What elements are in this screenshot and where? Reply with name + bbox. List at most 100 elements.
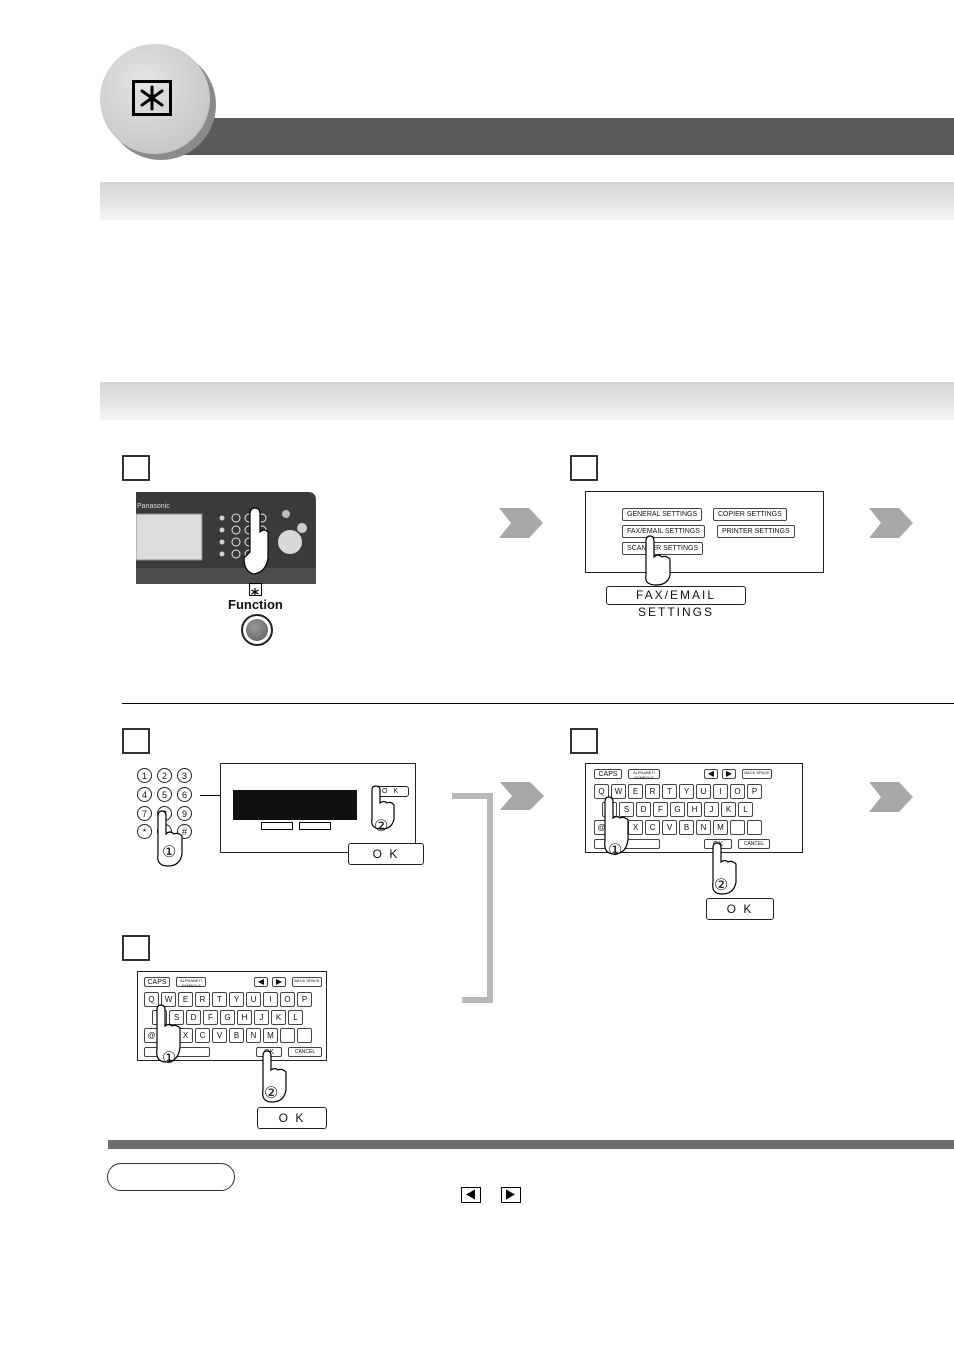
pointing-hand-icon — [712, 842, 737, 895]
kb-key[interactable]: F — [203, 1010, 218, 1025]
kb-key[interactable]: N — [246, 1028, 261, 1043]
caps-key[interactable]: CAPS — [144, 977, 170, 987]
kb-key[interactable]: Q — [144, 992, 159, 1007]
menu-copier-settings[interactable]: COPIER SETTINGS — [713, 508, 787, 521]
asterisk-icon — [140, 85, 164, 111]
right-triangle-icon — [501, 1187, 521, 1203]
kb-key[interactable]: U — [696, 784, 711, 799]
kb-key[interactable]: S — [169, 1010, 184, 1025]
keypad-key[interactable]: 4 — [137, 787, 152, 802]
keypad-key[interactable]: 7 — [137, 806, 152, 821]
kb-right-arrow[interactable]: ▶ — [722, 769, 736, 779]
header-band — [150, 118, 954, 155]
kb-left-arrow[interactable]: ◀ — [254, 977, 268, 987]
kb-key[interactable]: N — [696, 820, 711, 835]
alphabet-symbols-key[interactable]: ALPHABET/ SYMBOLS — [628, 769, 660, 780]
alphabet-symbols-key[interactable]: ALPHABET/ SYMBOLS — [176, 977, 206, 988]
keypad-key[interactable]: 3 — [177, 768, 192, 783]
kb-key[interactable] — [280, 1028, 295, 1043]
step-box-1 — [122, 455, 150, 481]
kb-key[interactable]: O — [730, 784, 745, 799]
menu-printer-settings[interactable]: PRINTER SETTINGS — [717, 525, 795, 538]
keypad-key[interactable]: 1 — [137, 768, 152, 783]
kb-key[interactable]: C — [645, 820, 660, 835]
kb-key[interactable]: G — [670, 802, 685, 817]
kb-key[interactable]: P — [747, 784, 762, 799]
kb-key[interactable]: Q — [594, 784, 609, 799]
kb-key[interactable]: B — [679, 820, 694, 835]
kb-key[interactable]: L — [738, 802, 753, 817]
kb-key[interactable]: Y — [679, 784, 694, 799]
kb-key[interactable]: P — [297, 992, 312, 1007]
step-box-2 — [570, 455, 598, 481]
connector-line — [200, 795, 220, 796]
kb-key[interactable]: T — [212, 992, 227, 1007]
marker-1: ① — [162, 1050, 177, 1067]
kb-key[interactable]: G — [220, 1010, 235, 1025]
kb-key[interactable]: S — [619, 802, 634, 817]
numeric-keypad: 1 2 3 4 5 6 7 8 9 * 0 # — [133, 766, 199, 839]
kb-key[interactable]: F — [653, 802, 668, 817]
kb-key[interactable]: Y — [229, 992, 244, 1007]
kb-key[interactable]: U — [246, 992, 261, 1007]
kb-key[interactable]: R — [195, 992, 210, 1007]
kb-key[interactable]: B — [229, 1028, 244, 1043]
kb-key[interactable]: O — [280, 992, 295, 1007]
left-triangle-icon — [461, 1187, 481, 1203]
settings-screen: GENERAL SETTINGS COPIER SETTINGS FAX/EMA… — [585, 491, 824, 573]
function-button[interactable] — [241, 614, 273, 646]
menu-scanner-settings[interactable]: SCANNER SETTINGS — [622, 542, 704, 555]
marker-2: ② — [264, 1085, 279, 1102]
right-arrow-button[interactable] — [299, 822, 331, 830]
kb-key[interactable]: H — [687, 802, 702, 817]
kb-key[interactable]: H — [237, 1010, 252, 1025]
kb-key[interactable]: K — [271, 1010, 286, 1025]
kb-left-arrow[interactable]: ◀ — [704, 769, 718, 779]
ok-callout: O K — [348, 843, 424, 865]
kb-key[interactable]: V — [212, 1028, 227, 1043]
menu-general-settings[interactable]: GENERAL SETTINGS — [622, 508, 703, 521]
cancel-key[interactable]: CANCEL — [288, 1047, 322, 1057]
caps-key[interactable]: CAPS — [594, 769, 622, 779]
kb-key[interactable]: K — [721, 802, 736, 817]
kb-key[interactable]: V — [662, 820, 677, 835]
fax-email-settings-callout: FAX/EMAIL SETTINGS — [606, 586, 746, 619]
kb-key[interactable]: J — [254, 1010, 269, 1025]
back-space-key[interactable]: BACK SPACE — [292, 977, 322, 987]
keypad-key[interactable]: * — [137, 824, 152, 839]
kb-key[interactable]: W — [161, 992, 176, 1007]
keypad-key[interactable]: 6 — [177, 787, 192, 802]
cancel-key[interactable]: CANCEL — [738, 839, 770, 849]
keypad-key[interactable]: 2 — [157, 768, 172, 783]
kb-key[interactable]: L — [288, 1010, 303, 1025]
kb-key[interactable]: I — [713, 784, 728, 799]
entry-display — [233, 790, 357, 820]
next-arrow-3 — [869, 782, 913, 812]
menu-fax-email-settings[interactable]: FAX/EMAIL SETTINGS — [622, 525, 705, 538]
left-arrow-button[interactable] — [261, 822, 293, 830]
divider-line — [122, 703, 954, 704]
kb-key[interactable]: R — [645, 784, 660, 799]
ok-callout: O K — [257, 1107, 327, 1129]
kb-key[interactable]: I — [263, 992, 278, 1007]
ok-callout: O K — [706, 898, 774, 920]
kb-key[interactable] — [730, 820, 745, 835]
step-box-4 — [570, 728, 598, 754]
keypad-key[interactable]: 5 — [157, 787, 172, 802]
kb-key[interactable] — [297, 1028, 312, 1043]
kb-key[interactable]: M — [263, 1028, 278, 1043]
kb-key[interactable] — [747, 820, 762, 835]
kb-key[interactable]: J — [704, 802, 719, 817]
kb-key[interactable]: E — [628, 784, 643, 799]
kb-key[interactable]: D — [186, 1010, 201, 1025]
kb-key[interactable]: W — [611, 784, 626, 799]
back-space-key[interactable]: BACK SPACE — [742, 769, 772, 779]
kb-key[interactable]: E — [178, 992, 193, 1007]
kb-key[interactable]: C — [195, 1028, 210, 1043]
kb-right-arrow[interactable]: ▶ — [272, 977, 286, 987]
marker-1: ① — [162, 844, 177, 861]
kb-key[interactable]: D — [636, 802, 651, 817]
kb-key[interactable]: T — [662, 784, 677, 799]
keypad-key[interactable]: 9 — [177, 806, 192, 821]
kb-key[interactable]: M — [713, 820, 728, 835]
